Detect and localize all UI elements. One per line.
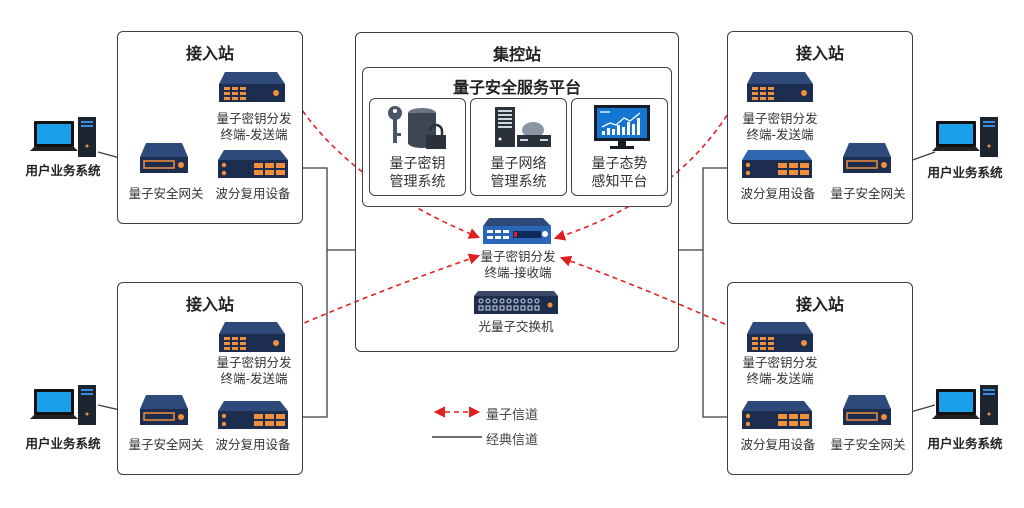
quantum-channel-bottom-right (559, 255, 743, 333)
user-computer-icon (30, 117, 96, 157)
optical-quantum-switch-device (474, 291, 558, 314)
monitor-chart-icon (594, 105, 650, 149)
user-system-label: 用户业务系统 (25, 163, 101, 178)
user-computer-icon (932, 117, 998, 157)
qkd-receiver-label: 量子密钥分发 终端-接收端 (480, 249, 556, 280)
wdm-label: 波分复用设备 (740, 437, 816, 452)
wdm-device (218, 150, 288, 178)
station-title: 接入站 (185, 295, 234, 314)
wdm-device (742, 401, 812, 429)
wdm-device (742, 150, 812, 178)
wdm-label: 波分复用设备 (215, 186, 291, 201)
quantum-gateway-device (140, 143, 188, 173)
user-computer-icon (932, 385, 998, 425)
qkd-sender-label: 量子密钥分发 终端-发送端 (216, 355, 292, 386)
station-title: 接入站 (795, 295, 844, 314)
qkd-sender-label: 量子密钥分发 终端-发送端 (742, 111, 818, 142)
legend-quantum-symbol (433, 406, 481, 418)
user-system-label: 用户业务系统 (927, 165, 1003, 180)
quantum-security-platform: 量子安全服务平台 量子密钥 管理系统 (362, 67, 672, 207)
wdm-label: 波分复用设备 (740, 186, 816, 201)
module-label: 量子密钥 管理系统 (389, 156, 446, 190)
gateway-label: 量子安全网关 (128, 186, 204, 201)
qkd-sender-label: 量子密钥分发 终端-发送端 (216, 111, 292, 142)
user-computer-icon (30, 385, 96, 425)
wdm-device (218, 401, 288, 429)
legend-classical-symbol (432, 436, 482, 438)
server-network-icon (495, 107, 551, 147)
legend-quantum-label: 量子信道 (486, 408, 539, 423)
platform-title: 量子安全服务平台 (452, 78, 581, 97)
qkd-sender-device (747, 72, 813, 102)
legend-classical-label: 经典信道 (486, 433, 539, 448)
access-station-bottom-right: 接入站 (727, 282, 913, 475)
gateway-label: 量子安全网关 (128, 437, 204, 452)
platform-module-key-management[interactable]: 量子密钥 管理系统 (369, 98, 466, 196)
qkd-receiver-device (483, 218, 551, 244)
platform-module-network-management[interactable]: 量子网络 管理系统 (470, 98, 567, 196)
quantum-channel-bottom-left (285, 253, 481, 332)
station-title: 接入站 (185, 44, 234, 63)
user-system-label: 用户业务系统 (25, 436, 101, 451)
user-system-label: 用户业务系统 (927, 436, 1003, 451)
optical-switch-label: 光量子交换机 (478, 319, 554, 334)
control-station-title: 集控站 (492, 45, 541, 64)
qkd-sender-device (219, 322, 285, 352)
control-station: 集控站 量子安全服务平台 量子密钥 管理系统 (355, 32, 679, 352)
station-title: 接入站 (795, 44, 844, 63)
gateway-label: 量子安全网关 (830, 437, 906, 452)
qkd-sender-device (219, 72, 285, 102)
access-station-top-left: 接入站 (117, 31, 303, 224)
quantum-gateway-device (843, 395, 891, 425)
quantum-gateway-device (140, 395, 188, 425)
module-label: 量子网络 管理系统 (490, 156, 547, 190)
quantum-channel-top-left (286, 86, 481, 239)
access-station-bottom-left: 接入站 (117, 282, 303, 475)
platform-module-situation-awareness[interactable]: 量子态势 感知平台 (571, 98, 668, 196)
qkd-sender-device (747, 322, 813, 352)
gateway-label: 量子安全网关 (830, 186, 906, 201)
wdm-label: 波分复用设备 (215, 437, 291, 452)
qkd-sender-label: 量子密钥分发 终端-发送端 (742, 355, 818, 386)
access-station-top-right: 接入站 (727, 31, 913, 224)
module-label: 量子态势 感知平台 (591, 156, 648, 190)
quantum-gateway-device (843, 143, 891, 173)
key-database-lock-icon (388, 106, 446, 149)
